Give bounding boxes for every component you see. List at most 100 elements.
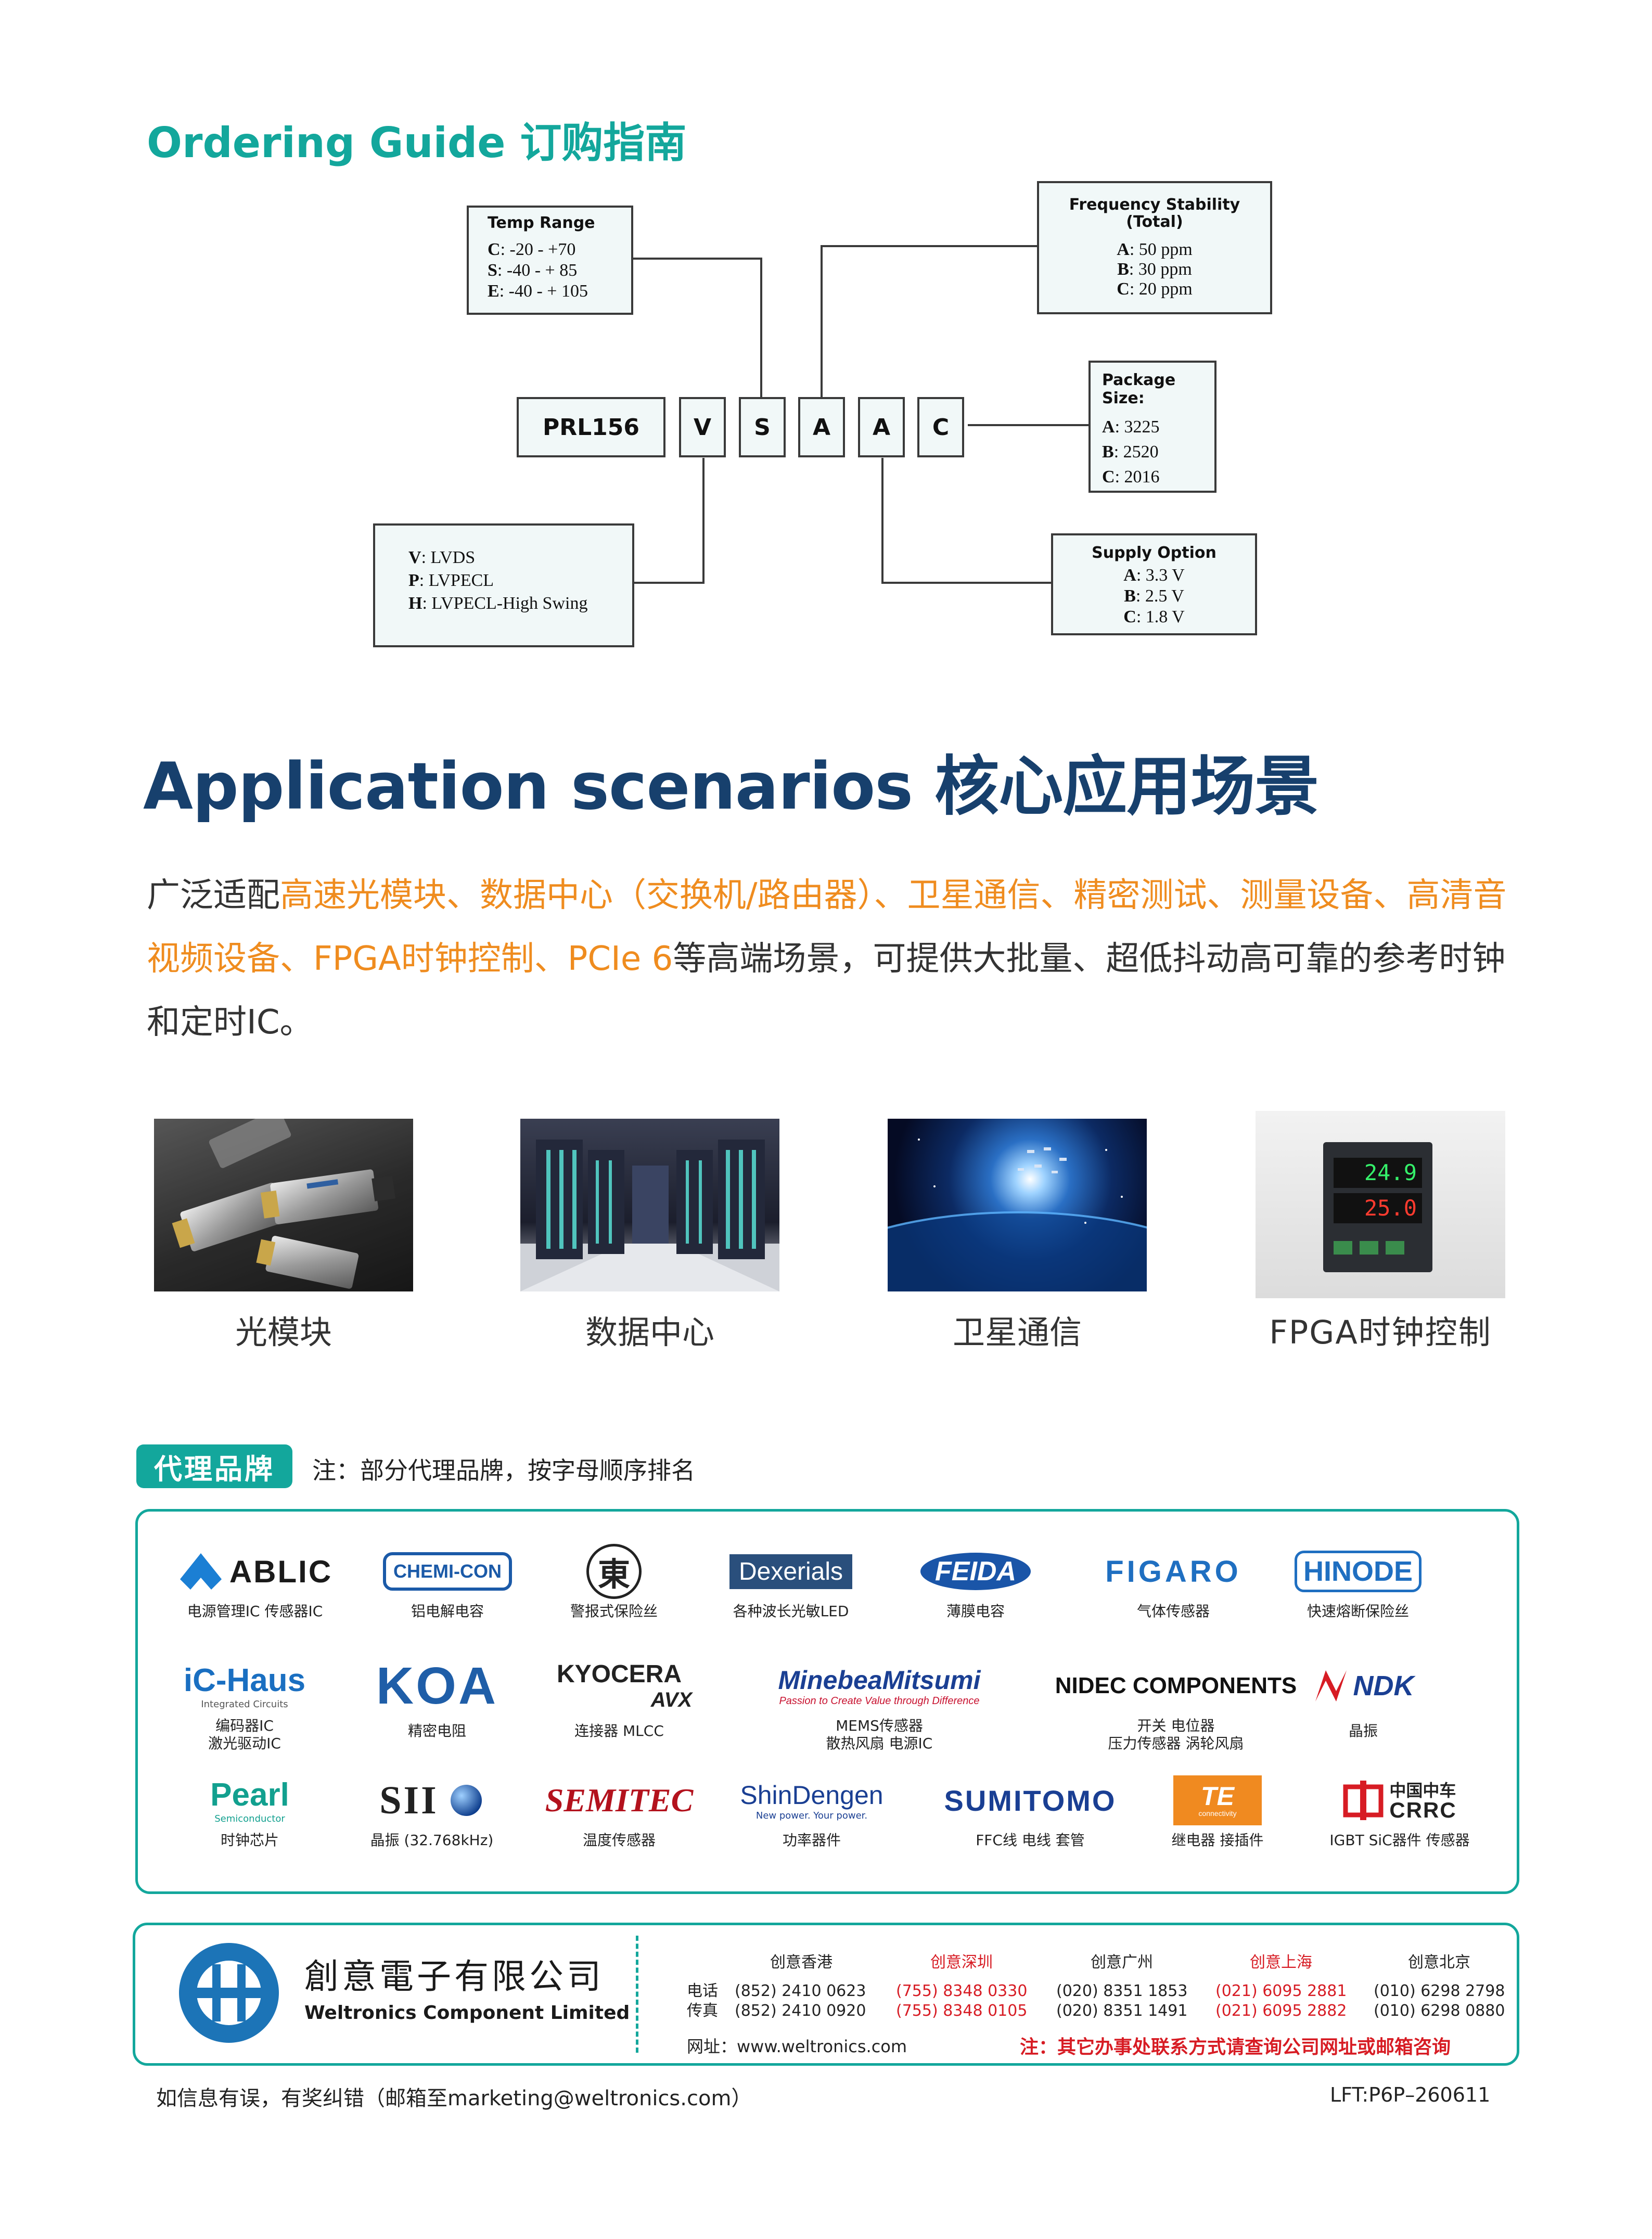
chemicon-logo: CHEMI-CON bbox=[354, 1540, 541, 1603]
scene-caption: FPGA时钟控制 bbox=[1269, 1313, 1492, 1351]
office-name: 创意北京 bbox=[1408, 1953, 1470, 1972]
contact-labels: 电话 传真 bbox=[687, 1981, 718, 2021]
fax-label: 传真 bbox=[687, 2002, 718, 2020]
ichaus-logo: iC-Haus Integrated Circuits bbox=[183, 1662, 306, 1710]
supply-option-option: C: 1.8 V bbox=[1123, 607, 1185, 626]
connector-line bbox=[632, 258, 762, 260]
office-contact: (755) 8348 0330(755) 8348 0105 bbox=[896, 1982, 1028, 2020]
frequency-stability-option: B: 30 ppm bbox=[1117, 260, 1192, 279]
brand-dexerials: Dexerials 各种波长光敏LED bbox=[697, 1540, 885, 1620]
controller-button bbox=[1360, 1241, 1378, 1255]
code-part-series: PRL156 bbox=[517, 397, 665, 457]
brand-koa: KOA 精密电阻 bbox=[343, 1655, 531, 1740]
brand-caption: 温度传感器 bbox=[582, 1832, 656, 1849]
company-website[interactable]: 网址：www.weltronics.com bbox=[687, 2037, 907, 2056]
company-name-en: Weltronics Component Limited bbox=[304, 2002, 630, 2024]
controller-button bbox=[1334, 1241, 1352, 1255]
temp-range-option: C: -20 - +70 bbox=[488, 240, 576, 259]
brand-ichaus: iC-Haus Integrated Circuits 编码器IC 激光驱动IC bbox=[151, 1655, 338, 1752]
office-name: 创意深圳 bbox=[930, 1953, 993, 1972]
tel-label: 电话 bbox=[687, 1982, 718, 2000]
ablic-mark-icon bbox=[180, 1553, 222, 1590]
koa-logo: KOA bbox=[376, 1656, 498, 1715]
package-size-option: B: 2520 bbox=[1102, 442, 1159, 462]
output-type-option: P: LVPECL bbox=[408, 571, 494, 590]
brand-sii: SII 晶振 (32.768kHz) bbox=[338, 1769, 526, 1849]
brand-caption: 晶振 (32.768kHz) bbox=[370, 1832, 494, 1849]
brand-caption: 连接器 MLCC bbox=[574, 1722, 664, 1739]
brand-semitec: SEMITEC 温度传感器 bbox=[526, 1769, 713, 1849]
error-report-note: 如信息有误，有奖纠错（邮箱至marketing@weltronics.com） bbox=[156, 2087, 752, 2110]
brand-pearl: Pearl Semiconductor 时钟芯片 bbox=[156, 1769, 343, 1849]
brand-caption: MEMS传感器 bbox=[836, 1717, 923, 1734]
brands-badge: 代理品牌 bbox=[136, 1444, 292, 1488]
sumitomo-logo: SUMITOMO bbox=[944, 1784, 1117, 1817]
controller-display-top: 24.9 bbox=[1334, 1158, 1422, 1188]
ndk-mark-icon bbox=[1315, 1670, 1347, 1701]
frequency-stability-heading: Frequency Stability bbox=[1069, 196, 1240, 214]
connector-line bbox=[760, 258, 762, 414]
brand-higashi: 東 警报式保险丝 bbox=[520, 1540, 708, 1620]
application-description: 广泛适配高速光模块、数据中心（交换机/路由器）、卫星通信、精密测试、测量设备、高… bbox=[147, 864, 1531, 1054]
supply-option-option: B: 2.5 V bbox=[1124, 586, 1184, 606]
brand-caption-2: 压力传感器 涡轮风扇 bbox=[1108, 1735, 1244, 1752]
brand-caption: 气体传感器 bbox=[1136, 1603, 1210, 1620]
document-code: LFT:P6P–260611 bbox=[1330, 2083, 1491, 2106]
brand-kyocera: KYOCERA AVX 连接器 MLCC bbox=[526, 1655, 713, 1740]
semitec-logo: SEMITEC bbox=[545, 1782, 694, 1819]
hinode-logo: HINODE bbox=[1264, 1540, 1452, 1603]
temp-range-option: S: -40 - + 85 bbox=[488, 261, 578, 280]
output-type-box: V: LVDS P: LVPECL H: LVPECL-High Swing bbox=[373, 523, 634, 647]
weltronics-logo-icon bbox=[179, 1943, 279, 2043]
brand-caption: IGBT SiC器件 传感器 bbox=[1329, 1832, 1470, 1849]
brand-caption: 薄膜电容 bbox=[946, 1603, 1005, 1620]
code-part-temp: S bbox=[739, 397, 786, 457]
brand-caption-2: 激光驱动IC bbox=[208, 1735, 281, 1752]
code-part-package: C bbox=[917, 397, 964, 457]
brand-minebea: MinebeaMitsumi Passion to Create Value t… bbox=[744, 1655, 1015, 1752]
brand-shindengen: ShinDengen New power. Your power. 功率器件 bbox=[718, 1769, 905, 1849]
package-size-box: Package Size: A: 3225 B: 2520 C: 2016 bbox=[1088, 361, 1216, 493]
brand-caption-2: 散热风扇 电源IC bbox=[826, 1735, 933, 1752]
brand-caption: 精密电阻 bbox=[407, 1722, 466, 1739]
fpga-controller-image: 24.9 25.0 bbox=[1256, 1111, 1505, 1298]
brand-caption: 开关 电位器 bbox=[1137, 1717, 1215, 1734]
brands-panel bbox=[135, 1509, 1519, 1894]
office-contact: (852) 2410 0623(852) 2410 0920 bbox=[735, 1982, 866, 2020]
office-name: 创意香港 bbox=[770, 1953, 833, 1972]
code-part-output: V bbox=[679, 397, 726, 457]
office-contact: (021) 6095 2881(021) 6095 2882 bbox=[1215, 1982, 1347, 2020]
company-panel bbox=[133, 1923, 1519, 2066]
brand-caption: 警报式保险丝 bbox=[570, 1603, 658, 1620]
controller-button bbox=[1386, 1241, 1404, 1255]
brand-caption: 快速熔断保险丝 bbox=[1307, 1603, 1409, 1620]
connector-line bbox=[881, 582, 1053, 584]
brand-hinode: HINODE 快速熔断保险丝 bbox=[1264, 1540, 1452, 1620]
brand-caption: 晶振 bbox=[1348, 1722, 1378, 1739]
brand-caption: 各种波长光敏LED bbox=[733, 1603, 849, 1620]
connector-line bbox=[821, 245, 1039, 247]
frequency-stability-option: A: 50 ppm bbox=[1117, 240, 1193, 259]
temp-range-box: Temp Range C: -20 - +70 S: -40 - + 85 E:… bbox=[467, 206, 633, 315]
desc-suffix: 等高端场景，可提供大批量、超低抖动高可靠的参考时钟和定时IC。 bbox=[147, 940, 1506, 1042]
nidec-logo: NIDEC COMPONENTS bbox=[1055, 1673, 1297, 1698]
brand-nidec: NIDEC COMPONENTS 开关 电位器 压力传感器 涡轮风扇 bbox=[1051, 1655, 1301, 1752]
supply-option-box: Supply Option A: 3.3 V B: 2.5 V C: 1.8 V bbox=[1051, 533, 1257, 635]
connector-line bbox=[633, 582, 705, 584]
temp-range-heading: Temp Range bbox=[488, 214, 595, 232]
brand-caption: 编码器IC bbox=[215, 1717, 274, 1734]
feida-logo: FEIDA bbox=[882, 1540, 1069, 1603]
frequency-stability-subheading: (Total) bbox=[1126, 213, 1183, 231]
temp-range-option: E: -40 - + 105 bbox=[488, 282, 588, 301]
te-logo: TE connectivity bbox=[1124, 1769, 1311, 1832]
server-racks-illustration bbox=[520, 1140, 779, 1291]
dexerials-logo: Dexerials bbox=[697, 1540, 885, 1603]
package-size-option: A: 3225 bbox=[1102, 417, 1160, 437]
sii-sphere-icon bbox=[450, 1785, 482, 1816]
frequency-stability-box: Frequency Stability (Total) A: 50 ppm B:… bbox=[1037, 181, 1272, 314]
brand-caption: 时钟芯片 bbox=[220, 1832, 279, 1849]
desc-prefix: 广泛适配 bbox=[147, 876, 280, 915]
brand-feida: FEIDA 薄膜电容 bbox=[882, 1540, 1069, 1620]
output-type-option: V: LVDS bbox=[408, 548, 476, 567]
brand-crrc: 中国中车 CRRC IGBT SiC器件 传感器 bbox=[1306, 1769, 1493, 1849]
